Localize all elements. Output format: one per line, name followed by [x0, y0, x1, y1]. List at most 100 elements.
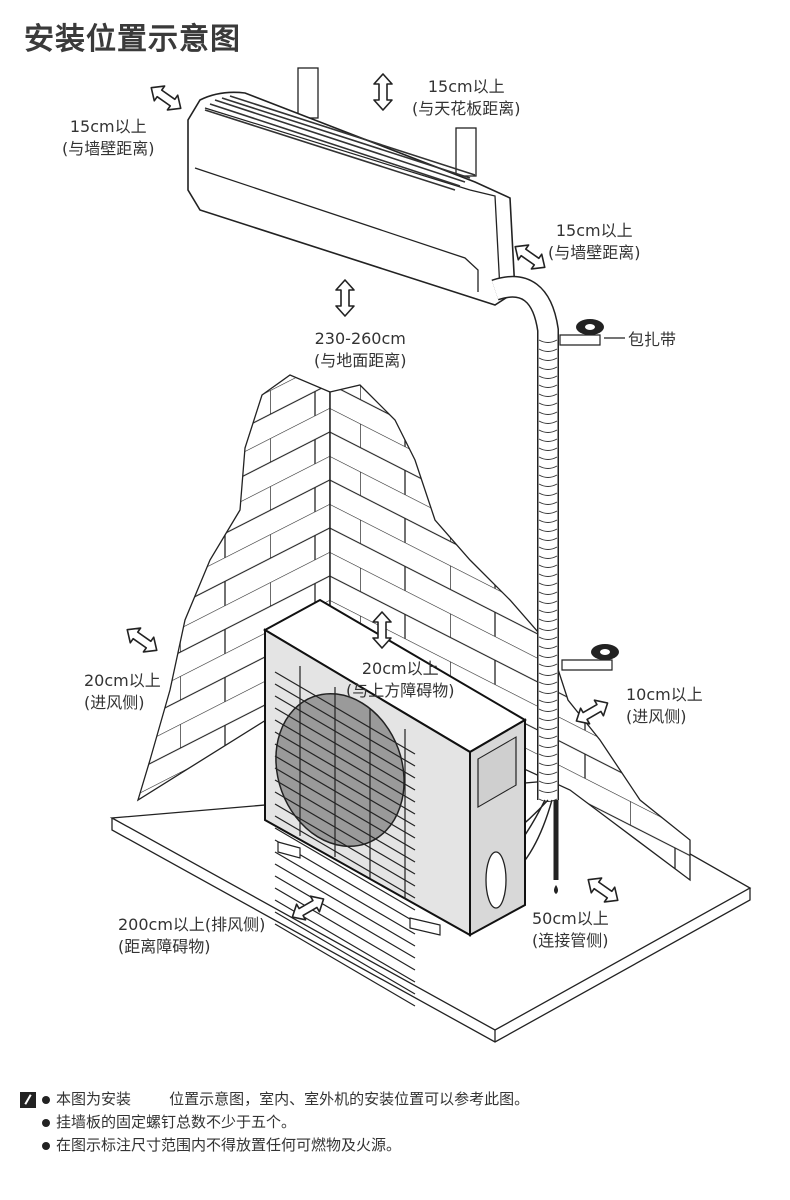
pipe-ring: [538, 483, 558, 487]
label-floor: 230-260cm (与地面距离): [314, 328, 407, 372]
grille-line: [274, 767, 416, 851]
pipe-ring: [538, 456, 558, 460]
pipe-ring: [538, 465, 558, 469]
grille-line: [274, 887, 416, 971]
clearance-note: (与上方障碍物): [346, 681, 455, 700]
clearance-note: (与地面距离): [314, 351, 407, 370]
pencil-note-icon: [20, 1091, 36, 1108]
note-item: 挂墙板的固定螺钉总数不少于五个。: [20, 1111, 529, 1134]
pipe-ring: [538, 384, 558, 388]
foot-right: [409, 917, 441, 936]
connection-pipe: [491, 275, 559, 894]
pipe-ring: [538, 771, 558, 775]
pipe-ring: [538, 627, 558, 631]
pipe-ring: [538, 474, 558, 478]
tape-roll-bottom: [561, 644, 619, 671]
clearance-value: 230-260cm: [314, 329, 406, 348]
note-text: 挂墙板的固定螺钉总数不少于五个。: [56, 1113, 297, 1131]
clearance-value: 10cm以上: [626, 685, 703, 704]
pipe-ring: [538, 375, 558, 379]
grille-line: [274, 923, 416, 1007]
double-arrow-icon: [373, 73, 393, 111]
clearance-note: (与墙壁距离): [548, 243, 641, 262]
grille-line: [274, 707, 416, 791]
pipe-ring: [538, 492, 558, 496]
fan-grille: [274, 666, 416, 1007]
grille-line: [274, 779, 416, 863]
label-tape: 包扎带: [628, 330, 677, 349]
service-valves: [485, 851, 507, 909]
note-item: 本图为安装 位置示意图，室内、室外机的安装位置可以参考此图。: [20, 1088, 529, 1111]
pipe-ring: [538, 744, 558, 748]
grille-line: [274, 731, 416, 815]
pipe-ring: [538, 726, 558, 730]
grille-line: [274, 791, 416, 875]
clearance-note: (与墙壁距离): [62, 139, 155, 158]
pipe-ring: [538, 357, 558, 361]
clearance-note: (与天花板距离): [412, 99, 521, 118]
clearance-value: 15cm以上: [69, 117, 147, 136]
pipe-ring: [538, 735, 558, 739]
pipe-ring: [538, 708, 558, 712]
grille-line: [274, 719, 416, 803]
pipe-ring: [538, 519, 558, 523]
pipe-ring: [538, 366, 558, 370]
mounting-bracket-right: [455, 127, 477, 177]
double-arrow-icon: [509, 238, 551, 276]
pipe-ring: [538, 582, 558, 586]
pipe-ring: [538, 447, 558, 451]
pipe-ring: [538, 420, 558, 424]
pipe-ring: [538, 564, 558, 568]
clearance-value: 50cm以上: [532, 909, 609, 928]
label-pipe-side: 50cm以上 (连接管侧): [532, 908, 609, 952]
pipe-ring: [538, 654, 558, 658]
pipe-ring: [538, 393, 558, 397]
double-arrow-icon: [145, 79, 187, 117]
pipe-ring: [538, 438, 558, 442]
outdoor-unit: [262, 598, 527, 1007]
foot-left: [277, 841, 301, 859]
clearance-value: 20cm以上: [361, 659, 439, 678]
grille-line: [274, 827, 416, 911]
pipe-ring: [538, 591, 558, 595]
pipe-ring: [538, 339, 558, 343]
pipe-ring: [538, 510, 558, 514]
note-text: 在图示标注尺寸范围内不得放置任何可燃物及火源。: [56, 1136, 402, 1154]
label-wall-right: 15cm以上 (与墙壁距离): [548, 220, 641, 264]
pipe-ring: [538, 699, 558, 703]
pipe-ring: [538, 681, 558, 685]
clearance-value: 15cm以上: [427, 77, 505, 96]
water-drop-icon: [554, 885, 558, 894]
pipe-ring: [538, 402, 558, 406]
pipe-ring: [538, 690, 558, 694]
pipe-ring: [538, 573, 558, 577]
pipe-ring: [538, 663, 558, 667]
grille-line: [274, 863, 416, 947]
pipe-ring: [538, 537, 558, 541]
grille-line: [274, 911, 416, 995]
grille-line: [274, 671, 416, 755]
pipe-ring: [538, 348, 558, 352]
double-arrow-icon: [335, 279, 355, 317]
clearance-note: (连接管侧): [532, 931, 609, 950]
label-ceiling: 15cm以上 (与天花板距离): [412, 76, 521, 120]
double-arrow-icon: [121, 621, 163, 659]
grille-line: [274, 851, 416, 935]
pipe-ring: [538, 555, 558, 559]
label-exhaust: 200cm以上(排风侧) (距离障碍物): [118, 914, 265, 958]
grille-line: [274, 875, 416, 959]
pipe-ring: [538, 546, 558, 550]
label-top-obstacle: 20cm以上 (与上方障碍物): [346, 658, 455, 702]
grille-line: [274, 695, 416, 779]
clearance-value: 20cm以上: [84, 671, 161, 690]
pipe-ring: [538, 429, 558, 433]
pipe-ring: [538, 618, 558, 622]
clearance-value: 200cm以上(排风侧): [118, 915, 266, 934]
page-title: 安装位置示意图: [24, 22, 241, 57]
label-wall-left: 15cm以上 (与墙壁距离): [62, 116, 155, 160]
pipe-ring: [538, 762, 558, 766]
grille-line: [274, 683, 416, 767]
pipe-ring: [538, 672, 558, 676]
clearance-note: (距离障碍物): [118, 937, 211, 956]
